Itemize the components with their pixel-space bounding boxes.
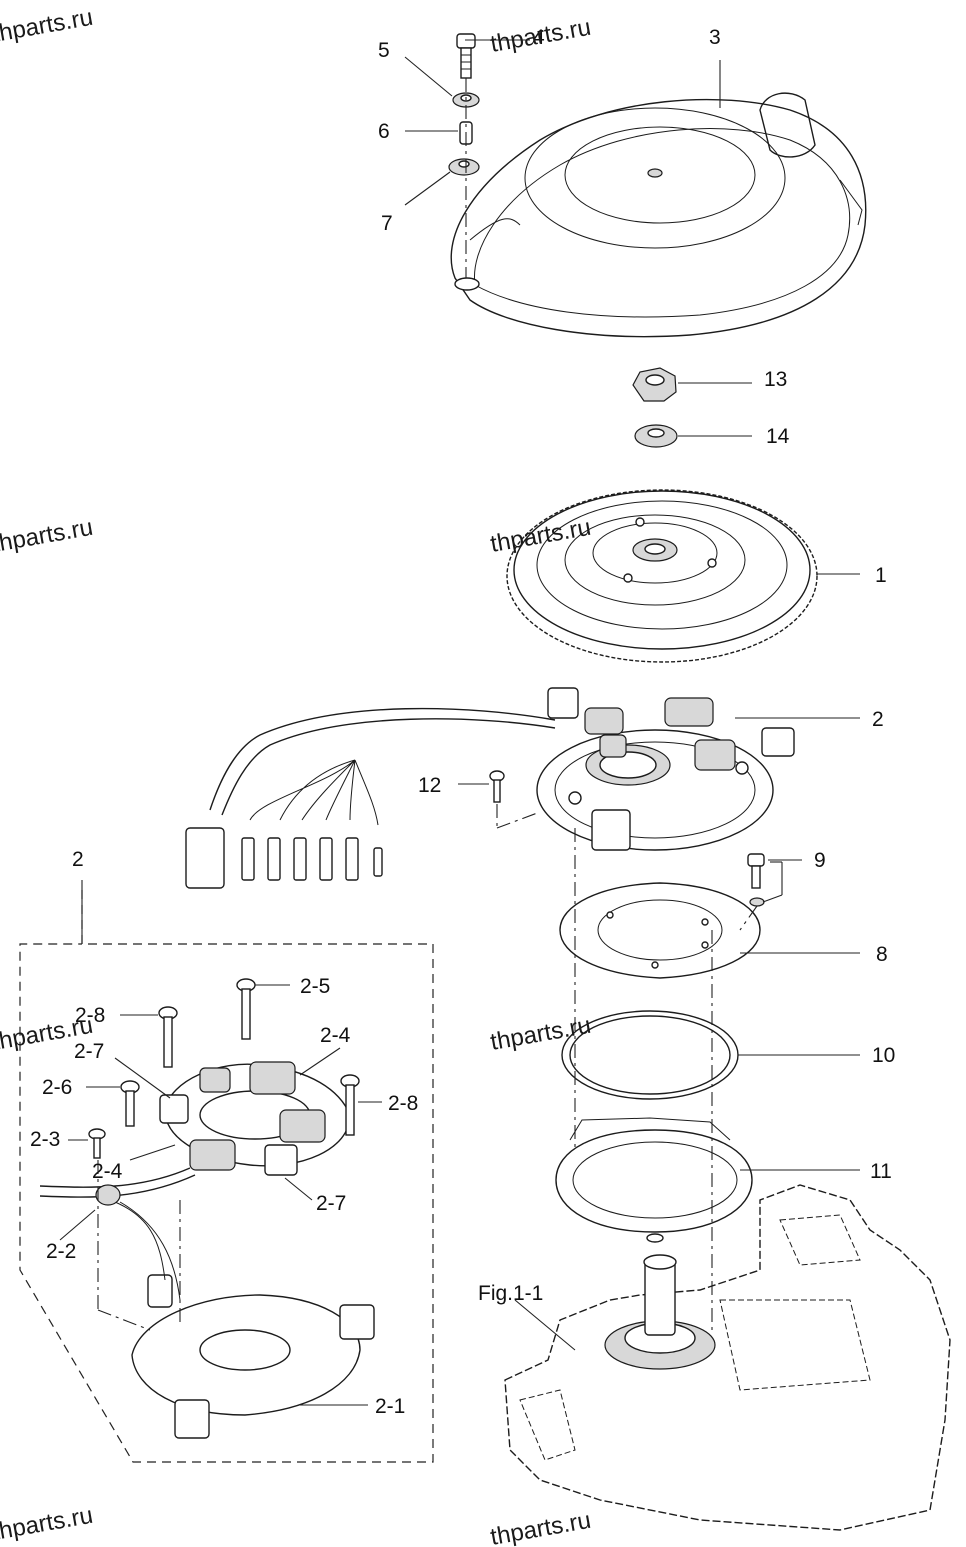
callout-labels: 1 2 2 3 4 5 6 7 8 9 10 11 12 13 14 2-1 2…: [30, 26, 895, 1418]
watermark-bottom-left: thparts.ru: [0, 1502, 95, 1546]
callout-7: 7: [381, 212, 393, 235]
callout-2-6: 2-6: [42, 1076, 72, 1099]
callout-5: 5: [378, 39, 390, 62]
watermark-mid-left: thparts.ru: [0, 514, 95, 558]
flywheel-washer: [634, 424, 678, 448]
callout-2-7-lower: 2-7: [316, 1192, 346, 1215]
callout-2-1: 2-1: [375, 1395, 405, 1418]
base-plate: [555, 1117, 753, 1243]
wire-harness: [185, 707, 556, 889]
callout-2-8-right: 2-8: [388, 1092, 418, 1115]
leader-lines: [59, 39, 860, 1406]
callout-9: 9: [814, 849, 826, 872]
plate-screw: [747, 853, 765, 907]
callout-2-7-upper: 2-7: [74, 1040, 104, 1063]
watermark-top-left: thparts.ru: [0, 4, 95, 48]
callout-fig-1-1: Fig.1-1: [478, 1282, 543, 1305]
callout-2-box: 2: [72, 848, 84, 871]
cover-bolt-stack: [448, 33, 480, 278]
callout-2-4-lower: 2-4: [92, 1160, 123, 1183]
callout-2-8-upper: 2-8: [75, 1004, 105, 1027]
watermark-top-center: thparts.ru: [488, 14, 593, 58]
callout-2-5: 2-5: [300, 975, 330, 998]
callout-2-2: 2-2: [46, 1240, 76, 1263]
callout-11: 11: [870, 1160, 892, 1183]
flywheel: [506, 489, 818, 663]
callout-13: 13: [764, 368, 787, 391]
callout-12: 12: [418, 774, 441, 797]
callout-1: 1: [875, 564, 887, 587]
engine-block: [504, 1184, 951, 1531]
flywheel-cover: [450, 92, 867, 338]
stator-breakdown-box: [19, 890, 434, 1463]
box-screws: [88, 978, 360, 1159]
callout-3: 3: [709, 26, 721, 49]
callout-6: 6: [378, 120, 390, 143]
callout-10: 10: [872, 1044, 895, 1067]
callout-14: 14: [766, 425, 790, 448]
watermark-lower-center: thparts.ru: [488, 1012, 593, 1056]
stator-screw: [489, 770, 541, 829]
callout-2-3: 2-3: [30, 1128, 60, 1151]
stator-assembly: [536, 687, 795, 851]
callout-8: 8: [876, 943, 888, 966]
callout-2: 2: [872, 708, 884, 731]
watermark-bottom-center: thparts.ru: [488, 1507, 593, 1547]
callout-4: 4: [533, 26, 545, 49]
callout-2-4-upper: 2-4: [320, 1024, 351, 1047]
flywheel-nut: [632, 367, 677, 402]
alignment-lines: [97, 828, 758, 1331]
retainer-plate: [559, 882, 761, 979]
